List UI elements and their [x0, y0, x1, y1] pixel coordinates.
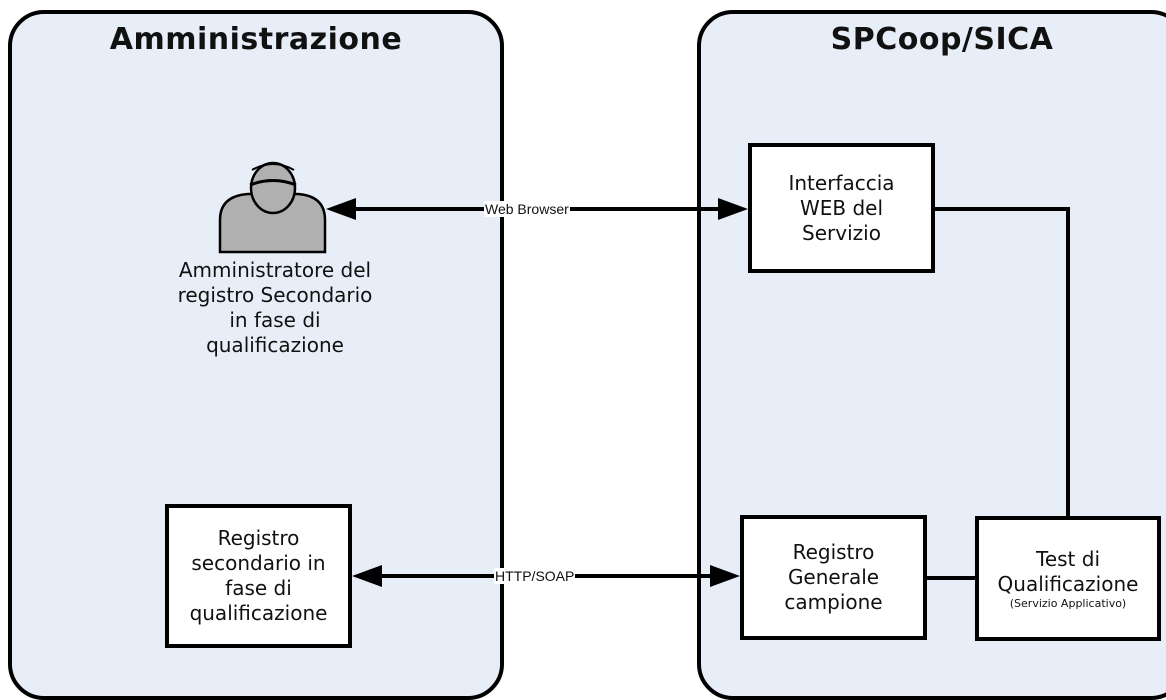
- box-note: (Servizio Applicativo): [1009, 596, 1127, 610]
- actor-label-line: registro Secondario: [177, 283, 373, 307]
- spcoop-sica-title: SPCoop/SICA: [830, 22, 1054, 57]
- box-line: Servizio: [802, 220, 881, 245]
- box-line: Qualificazione: [997, 571, 1139, 596]
- box-line: Registro: [217, 526, 300, 550]
- arrowhead-left-icon: [326, 198, 356, 220]
- amministrazione-title: Amministrazione: [109, 22, 403, 57]
- interfaccia-web-box: Interfaccia WEB del Servizio: [748, 143, 935, 273]
- registro-generale-box: Registro Generale campione: [740, 515, 927, 640]
- actor-label-line: in fase di: [229, 308, 321, 332]
- box-line: secondario in: [191, 551, 326, 575]
- user-icon: [218, 161, 327, 254]
- arrowhead-right-icon: [718, 198, 748, 220]
- test-qualificazione-box: Test di Qualificazione (Servizio Applica…: [975, 516, 1161, 641]
- http-soap-label: HTTP/SOAP: [494, 568, 576, 584]
- box-line: fase di: [225, 576, 292, 600]
- box-line: Test di: [1036, 546, 1100, 571]
- box-line: Registro: [792, 540, 875, 564]
- web-to-test-connector: [935, 207, 1070, 516]
- actor-label-line: Amministratore del: [178, 258, 372, 282]
- arrowhead-left-icon: [352, 565, 382, 587]
- box-line: campione: [784, 590, 883, 614]
- box-line: qualificazione: [189, 601, 328, 625]
- actor-label: Amministratore del registro Secondario i…: [150, 258, 400, 358]
- actor-label-line: qualificazione: [206, 333, 344, 357]
- web-browser-label: Web Browser: [484, 201, 570, 217]
- box-line: Interfaccia: [788, 170, 895, 195]
- registro-secondario-box: Registro secondario in fase di qualifica…: [165, 504, 352, 648]
- arrowhead-right-icon: [710, 565, 740, 587]
- box-line: WEB del: [799, 195, 884, 220]
- box-line: Generale: [787, 565, 880, 589]
